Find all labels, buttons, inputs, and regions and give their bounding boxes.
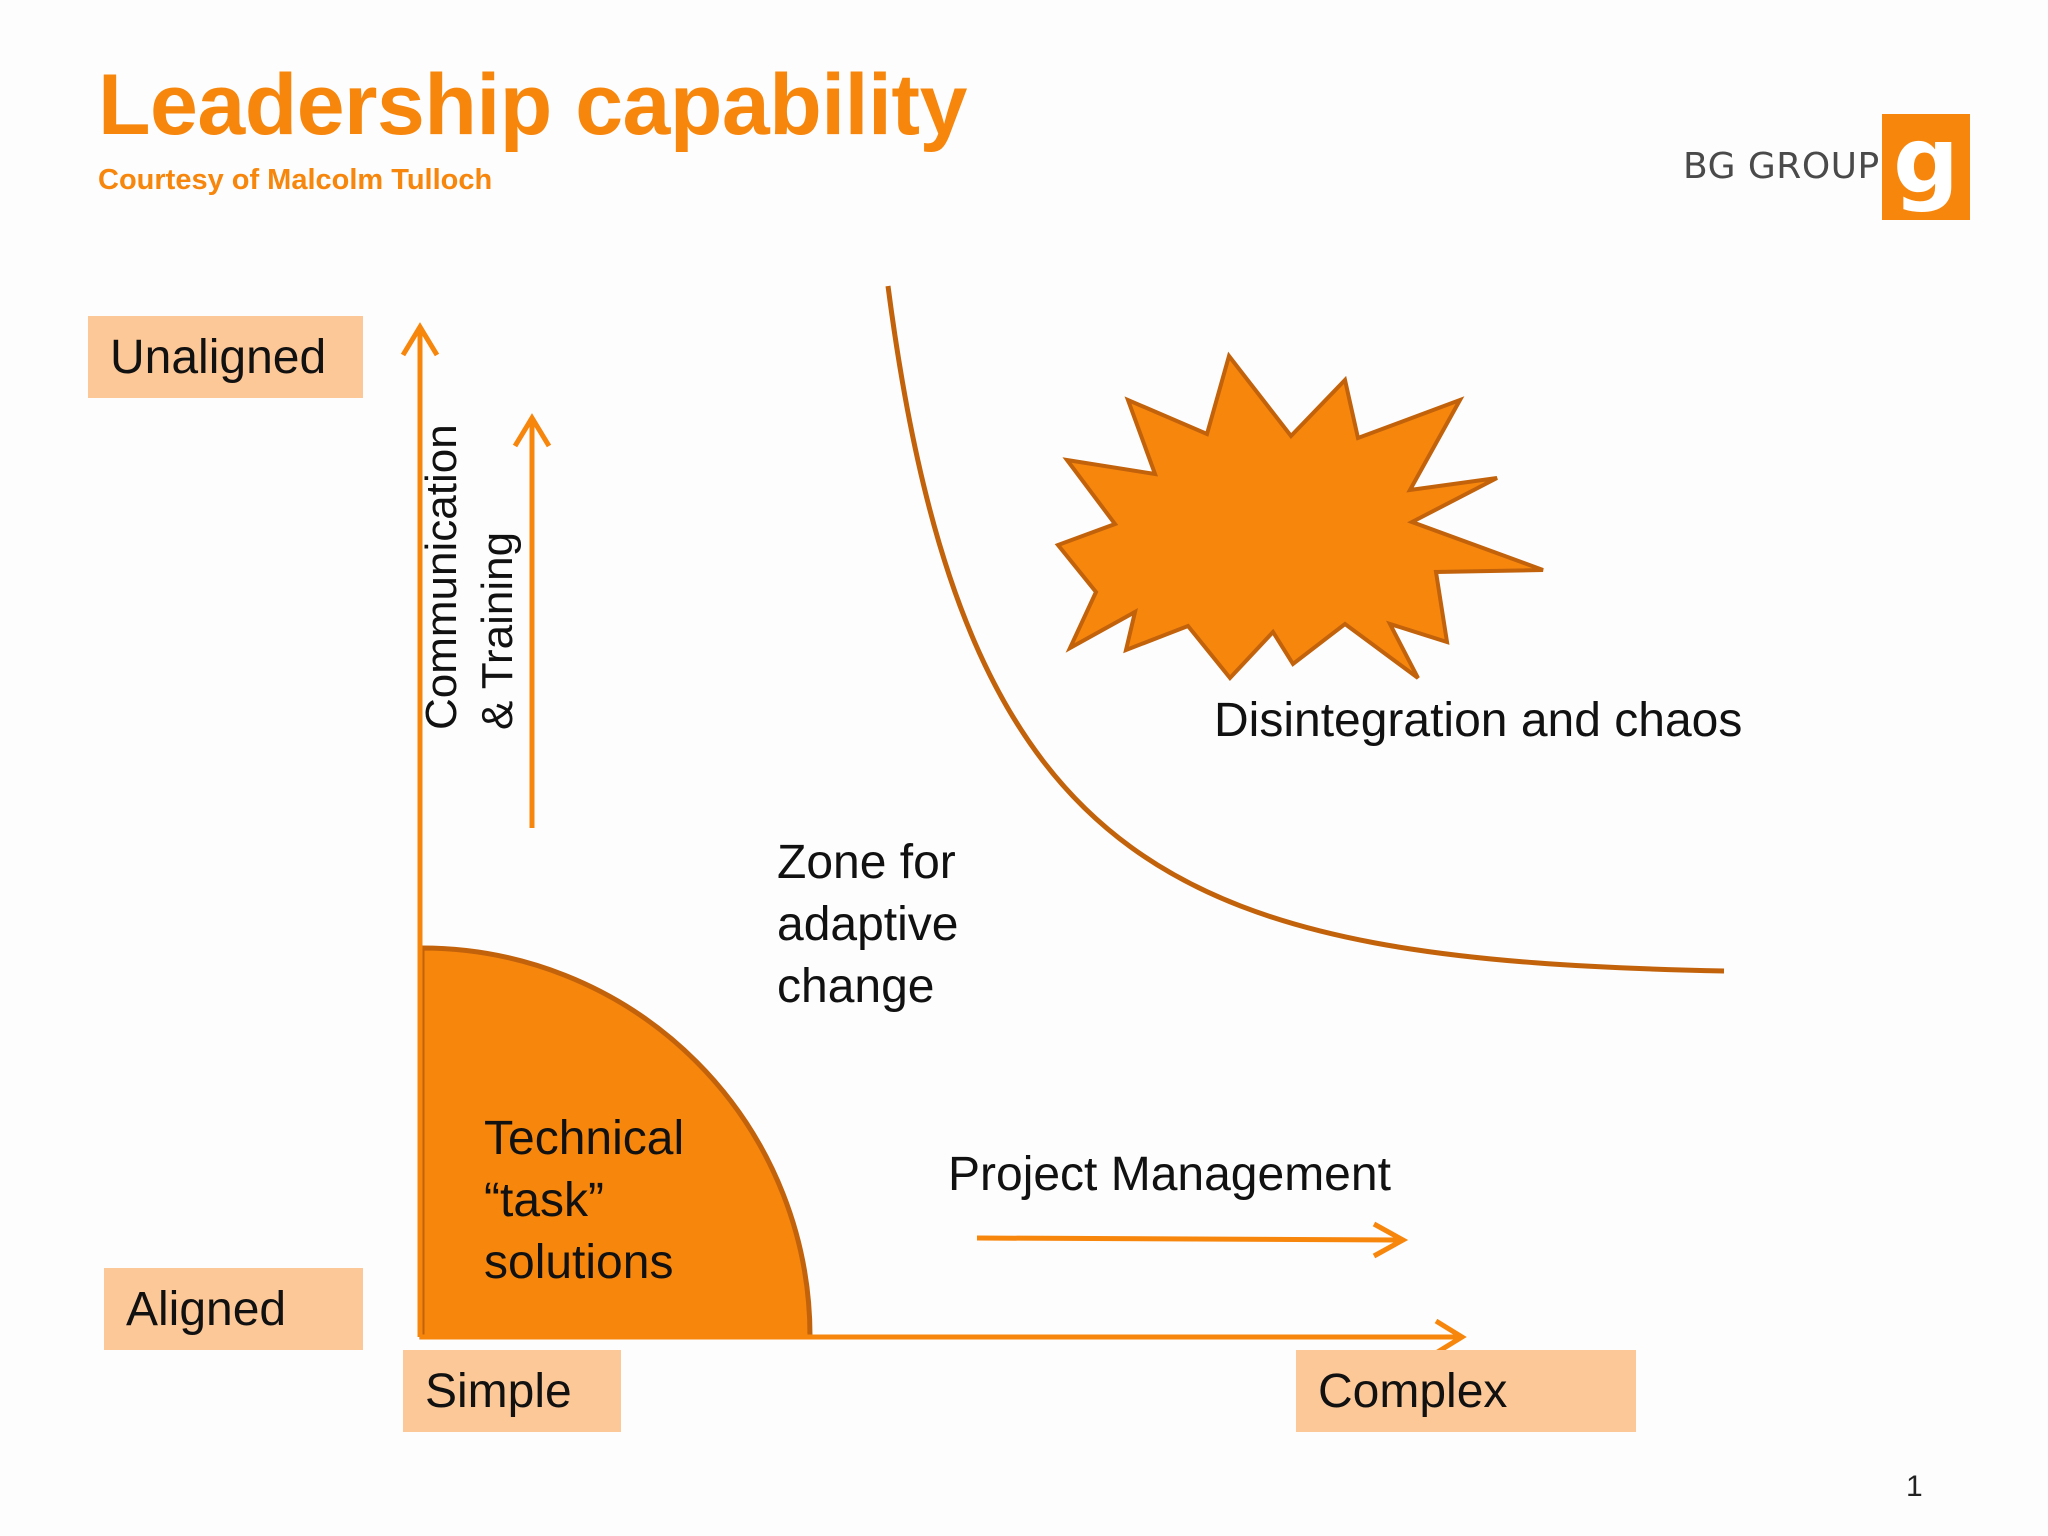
logo-text: BG GROUP [1683,146,1880,187]
chaos-boundary-curve [885,285,1725,974]
slide-title: Leadership capability [98,57,967,153]
project-management-arrow [976,1235,1404,1243]
project-management-arrowhead [1372,1221,1409,1259]
technical-zone-shape [419,945,813,1340]
vertical-axis-arrowhead [400,322,440,357]
logo-mark-glyph: g [1893,114,1959,214]
slide-subtitle: Courtesy of Malcolm Tulloch [98,164,493,196]
aligned-tag: Aligned [104,1268,363,1350]
complex-tag: Complex [1296,1350,1636,1432]
chaos-starburst-icon [1054,351,1544,682]
communication-arrowhead [512,413,552,448]
technical-zone-label: Technical “task” solutions [484,1112,685,1289]
project-management-label: Project Management [948,1148,1391,1201]
communication-training-label: Communication & Training [417,424,522,730]
page-number: 1 [1906,1470,1923,1503]
adaptive-zone-label: Zone for adaptive change [777,836,959,1013]
bg-group-logo-icon: g [1882,114,1970,220]
horizontal-axis-arrowhead [1434,1318,1467,1356]
chaos-zone-label: Disintegration and chaos [1214,694,1743,747]
simple-tag: Simple [403,1350,621,1432]
unaligned-tag: Unaligned [88,316,363,398]
